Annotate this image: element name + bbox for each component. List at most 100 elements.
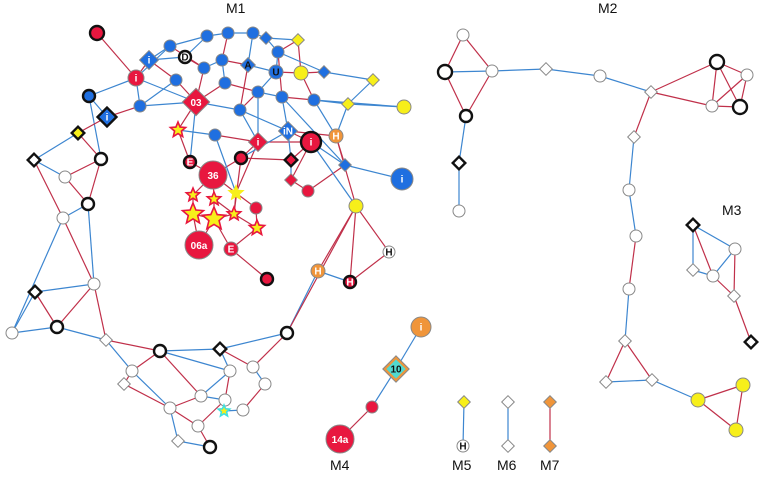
node-m2v — [735, 377, 751, 393]
edge-m2i-m2j — [650, 61, 718, 93]
node-b8 — [271, 45, 285, 59]
edge-m2f-m2g — [458, 115, 467, 164]
edge-n_E2-r6 — [230, 248, 268, 280]
node-s5 — [180, 200, 206, 225]
node-w4 — [80, 196, 96, 212]
node-b13 — [275, 90, 289, 104]
node-n_H5: H — [456, 439, 470, 453]
node-s1 — [168, 119, 188, 139]
node-label-n_A: A — [244, 61, 251, 72]
edge-b18-s2 — [214, 134, 237, 194]
edge-m2d-m2e — [545, 68, 601, 77]
node-r3 — [283, 172, 299, 188]
node-b17 — [233, 103, 247, 117]
edge-m2i-m2n — [633, 91, 652, 138]
node-n_A: A — [239, 56, 257, 74]
node-label-n_03: 03 — [190, 98, 202, 109]
node-m3f — [743, 334, 759, 350]
node-w9 — [5, 326, 19, 340]
edge-w14-w21 — [131, 370, 171, 409]
node-n_i6: i — [390, 167, 414, 191]
node-m6b — [500, 438, 516, 454]
node-b6 — [215, 53, 229, 67]
edge-w8-w9 — [11, 326, 58, 334]
edge-m2c-m2f — [465, 70, 493, 117]
node-w24 — [191, 419, 205, 433]
node-n_E2: E — [223, 241, 239, 257]
module-label-m7: M7 — [540, 457, 560, 473]
node-m2c — [485, 64, 499, 78]
node-y7 — [348, 198, 364, 214]
edge-b14-y5 — [313, 99, 405, 108]
edge-b8-b9 — [277, 51, 325, 73]
node-m2t — [644, 372, 660, 388]
edge-r1-s7 — [233, 157, 242, 215]
node-label-n_D: D — [181, 53, 188, 64]
edge-r4-b19 — [307, 164, 346, 192]
node-b7 — [258, 30, 274, 46]
node-w21 — [163, 401, 177, 415]
node-n_i1: i — [138, 49, 160, 71]
node-m7a — [542, 394, 558, 410]
edge-m2p-m2q — [628, 235, 637, 290]
edge-m2i-m2l — [650, 91, 713, 107]
edge-n_H2-n_H4 — [349, 251, 390, 283]
node-label-n_i4: i — [257, 138, 260, 149]
node-m2w — [728, 422, 744, 438]
node-s3 — [184, 185, 202, 203]
node-b2 — [221, 26, 235, 40]
module-label-m4: M4 — [330, 457, 350, 473]
edge-w17-w21 — [123, 383, 171, 409]
node-label-n_H5: H — [459, 442, 466, 453]
edge-b13-b19 — [281, 96, 346, 166]
node-m2d — [538, 61, 554, 77]
node-y6 — [70, 125, 86, 141]
node-m2b — [436, 63, 454, 81]
node-label-n_H2: H — [385, 248, 392, 259]
node-r6 — [259, 271, 275, 287]
node-y3 — [365, 72, 381, 88]
node-n_06a: 06a — [184, 230, 214, 260]
node-w20 — [218, 393, 232, 407]
node-m2a — [456, 28, 470, 42]
edge-m2q-m2r — [624, 288, 630, 342]
node-m2u — [690, 392, 706, 408]
edge-w8-w10 — [56, 326, 107, 341]
edge-m2u-m2v — [697, 384, 744, 401]
edge-m3a-m3b — [692, 224, 736, 250]
node-m7b — [542, 438, 558, 454]
edge-m2u-m2w — [697, 399, 737, 431]
node-w23 — [170, 433, 186, 449]
module-label-m2: M2 — [598, 0, 618, 16]
node-b19 — [337, 157, 353, 173]
edge-m2c-m2d — [491, 68, 547, 72]
node-m3d — [706, 269, 720, 283]
node-w7 — [27, 284, 43, 300]
node-label-n_H3: H — [314, 267, 321, 278]
node-w5 — [56, 211, 70, 225]
node-r1 — [233, 150, 249, 166]
node-n_10: 10 — [382, 355, 410, 383]
node-b14 — [307, 93, 321, 107]
node-m6a — [500, 394, 516, 410]
node-w22 — [236, 403, 250, 417]
node-b1 — [200, 29, 214, 43]
edge-m2k-m2l — [711, 74, 748, 107]
edge-w12-w15 — [159, 350, 231, 372]
node-m2p — [629, 229, 643, 243]
edge-m2t-m2u — [651, 379, 699, 401]
node-label-n_14a: 14a — [332, 435, 349, 446]
edge-y7-n_H2 — [355, 205, 390, 253]
node-w12 — [152, 343, 168, 359]
node-label-n_i2: i — [135, 74, 138, 85]
node-m2n — [626, 129, 642, 145]
node-s8 — [247, 217, 267, 237]
edge-b10-b16 — [139, 79, 177, 107]
node-label-n_i1: i — [148, 56, 151, 67]
edge-w6-w10 — [93, 283, 107, 341]
edge-m3e-m3f — [733, 295, 752, 343]
node-m2e — [593, 69, 607, 83]
edge-w12-w13 — [159, 348, 221, 352]
node-m2k — [740, 68, 754, 82]
